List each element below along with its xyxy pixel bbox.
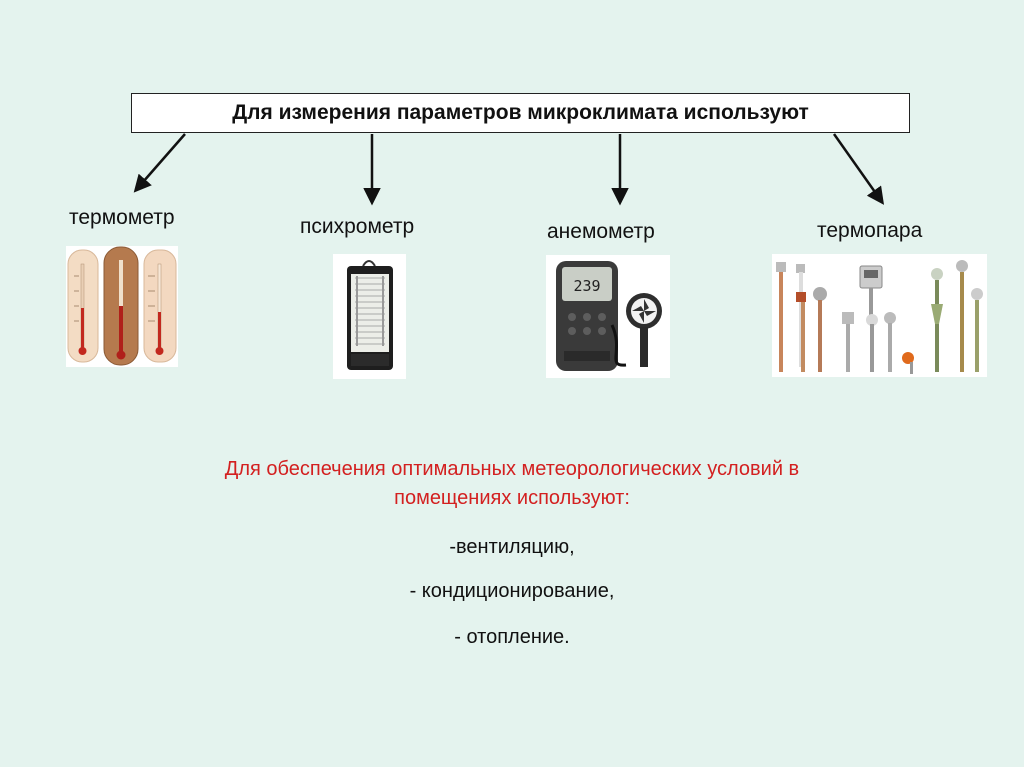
condition-item-heating: - отопление. (454, 626, 570, 648)
title-box: Для измерения параметров микроклимата ис… (131, 93, 910, 133)
arrow-thermocouple (832, 133, 885, 205)
condition-item-ventilation: -вентиляцию, (449, 536, 575, 558)
psychrometer-image (333, 254, 406, 379)
thermometers-image (66, 246, 178, 367)
label-thermometer: термометр (69, 206, 175, 229)
conditions-line-2: помещениях используют: (394, 487, 630, 509)
arrow-thermometer (133, 133, 186, 193)
anemometer-image: 239 (546, 255, 670, 378)
condition-item-conditioning: - кондиционирование, (409, 580, 615, 602)
label-psychrometer: психрометр (300, 215, 415, 238)
thermocouple-image (772, 254, 987, 377)
label-anemometer: анемометр (547, 220, 655, 243)
label-thermocouple: термопара (817, 219, 923, 242)
anemometer-display-value: 239 (573, 277, 600, 295)
title-text: Для измерения параметров микроклимата ис… (232, 101, 809, 124)
conditions-line-1: Для обеспечения оптимальных метеорологич… (224, 458, 800, 480)
